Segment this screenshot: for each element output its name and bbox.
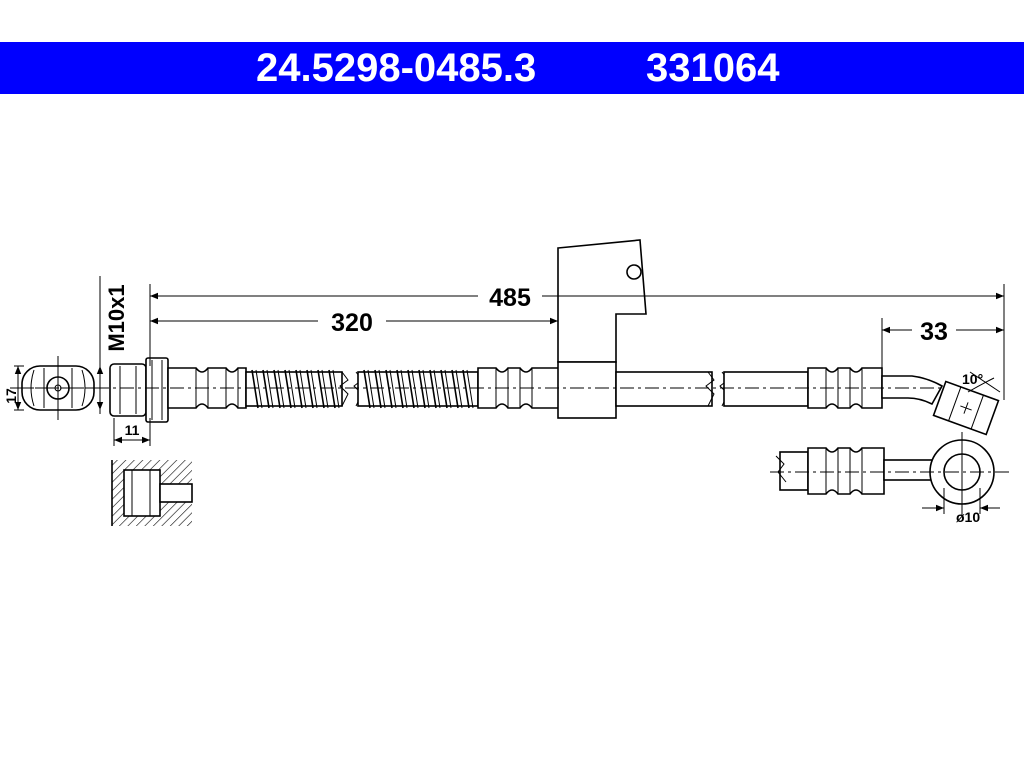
spring-coil-edge — [411, 369, 419, 409]
spring-coil-edge — [455, 369, 463, 409]
eye-diameter-label: ø10 — [956, 509, 980, 525]
thread-section-view — [111, 460, 193, 526]
spring-coil — [317, 369, 325, 409]
thread-label: M10x1 — [104, 284, 129, 351]
spring-coil-edge — [332, 369, 340, 409]
banjo-detail-view — [770, 432, 1010, 516]
spring-coil-edge — [378, 369, 386, 409]
spring-coil — [385, 369, 393, 409]
spring-coil-edge — [299, 369, 307, 409]
spring-coil — [429, 369, 437, 409]
spring-coil-edge — [444, 369, 452, 409]
spring-coil-edge — [310, 369, 318, 409]
mid-length-label: 320 — [331, 309, 373, 337]
spring-coil-edge — [466, 369, 474, 409]
spring-coil-edge — [321, 369, 329, 409]
spring-coil — [396, 369, 404, 409]
fitting-length-label: 11 — [125, 422, 140, 438]
spring-coil-edge — [266, 369, 274, 409]
spring-coil — [462, 369, 470, 409]
spring-coil — [273, 369, 281, 409]
spring-coil — [284, 369, 292, 409]
reference-number: 331064 — [646, 46, 780, 90]
total-length-label: 485 — [489, 284, 531, 312]
spring-coil-edge — [367, 369, 375, 409]
left-fitting — [109, 357, 169, 423]
spring-coil — [451, 369, 459, 409]
spring-coil-edge — [389, 369, 397, 409]
hex-size-label: 17 — [3, 388, 19, 404]
spring-coil-edge — [400, 369, 408, 409]
spring-coil — [262, 369, 270, 409]
spring-coil — [295, 369, 303, 409]
part-number: 24.5298-0485.3 — [256, 46, 537, 90]
spring-coil — [418, 369, 426, 409]
spring-coil — [251, 369, 259, 409]
spring-coil-edge — [255, 369, 263, 409]
spring-coil — [363, 369, 371, 409]
hose-assembly — [20, 239, 1000, 436]
spring-coil-edge — [277, 369, 285, 409]
bend-angle-label: 10° — [962, 371, 983, 387]
spring-coil-edge — [433, 369, 441, 409]
spring-coil — [328, 369, 336, 409]
spring-coil — [306, 369, 314, 409]
spring-coil — [374, 369, 382, 409]
spring-coil — [407, 369, 415, 409]
end-length-label: 33 — [920, 318, 948, 346]
title-bar: 24.5298-0485.3 331064 — [0, 42, 1024, 94]
spring-coil — [440, 369, 448, 409]
spring-coil-edge — [288, 369, 296, 409]
spring-coil-edge — [422, 369, 430, 409]
